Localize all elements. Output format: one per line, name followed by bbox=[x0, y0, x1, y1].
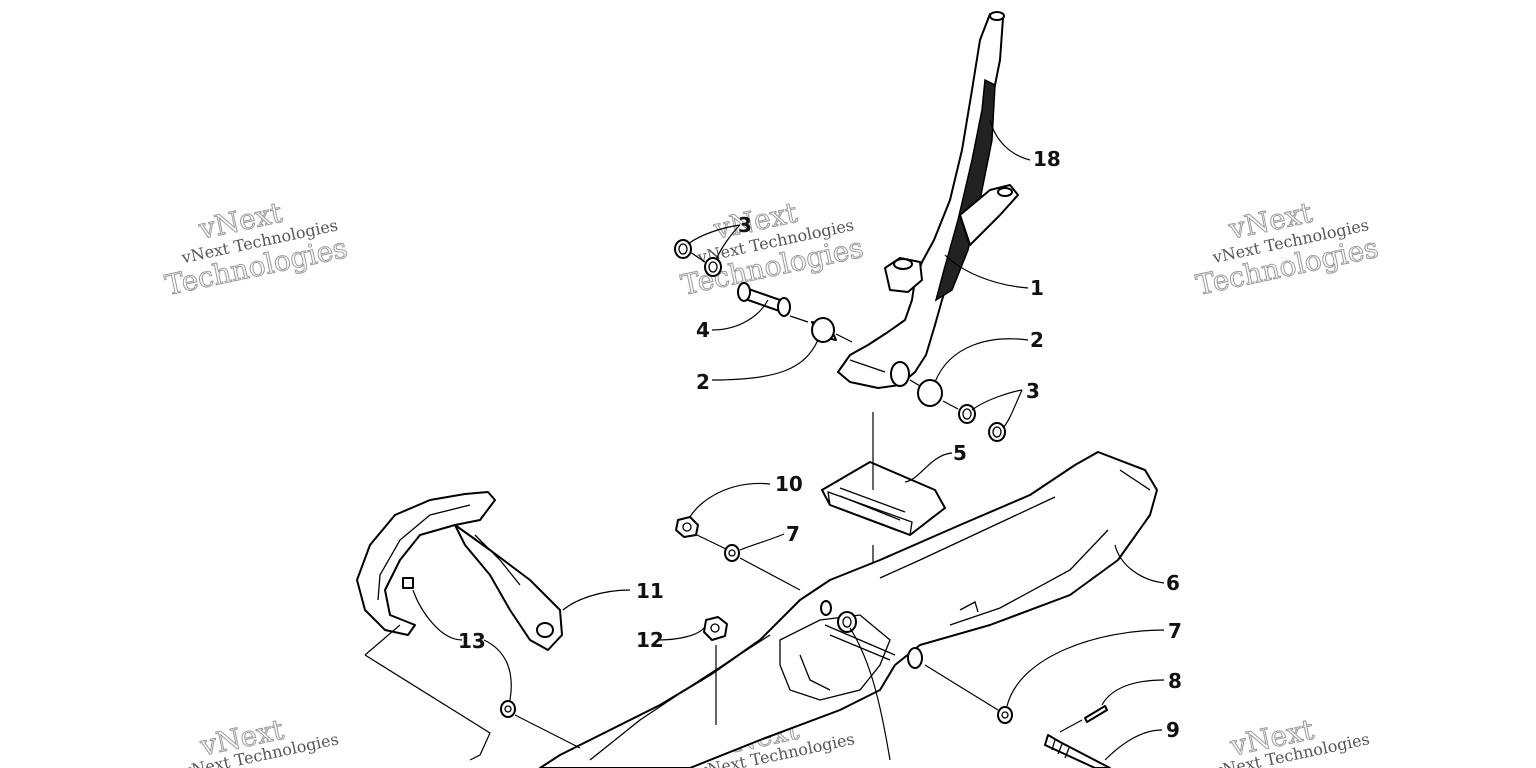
callout-12: 12 bbox=[636, 628, 664, 652]
callout-3-right: 3 bbox=[1026, 379, 1040, 403]
callout-8: 8 bbox=[1168, 669, 1182, 693]
watermark-top-right: vNext vNext Technologies Technologies bbox=[1193, 195, 1382, 302]
callout-6: 6 bbox=[1166, 571, 1180, 595]
callout-10: 10 bbox=[775, 472, 803, 496]
leader-lines bbox=[412, 119, 1165, 761]
spacer-washers-upper bbox=[674, 239, 853, 343]
callout-2-left: 2 bbox=[696, 370, 710, 394]
fasteners bbox=[364, 516, 1111, 768]
callout-18: 18 bbox=[1033, 147, 1061, 171]
watermark-top-center: vNext vNext Technologies Technologies bbox=[678, 195, 867, 302]
callout-9: 9 bbox=[1166, 718, 1180, 742]
callout-1: 1 bbox=[1030, 276, 1044, 300]
wear-pad bbox=[821, 412, 946, 630]
callout-11: 11 bbox=[636, 579, 664, 603]
callout-4: 4 bbox=[696, 318, 710, 342]
callout-2-right: 2 bbox=[1030, 328, 1044, 352]
watermark-bottom-right: vNext vNext Technologies bbox=[1211, 712, 1371, 768]
watermark-bottom-left: vNext vNext Technologies bbox=[180, 712, 340, 768]
callout-5: 5 bbox=[953, 441, 967, 465]
callout-3-upper: 3 bbox=[738, 213, 752, 237]
watermark-top-left: vNext vNext Technologies Technologies bbox=[162, 195, 351, 302]
callout-7-left: 7 bbox=[786, 522, 800, 546]
callout-labels: 18 3 1 4 2 2 3 5 10 7 6 11 12 13 7 8 9 bbox=[458, 147, 1182, 742]
spacer-washers-right bbox=[909, 379, 1006, 442]
callout-7-right: 7 bbox=[1168, 619, 1182, 643]
steering-spindle bbox=[837, 11, 1019, 389]
callout-13: 13 bbox=[458, 629, 486, 653]
ski-body bbox=[539, 451, 1158, 768]
ski-handle bbox=[356, 491, 563, 651]
